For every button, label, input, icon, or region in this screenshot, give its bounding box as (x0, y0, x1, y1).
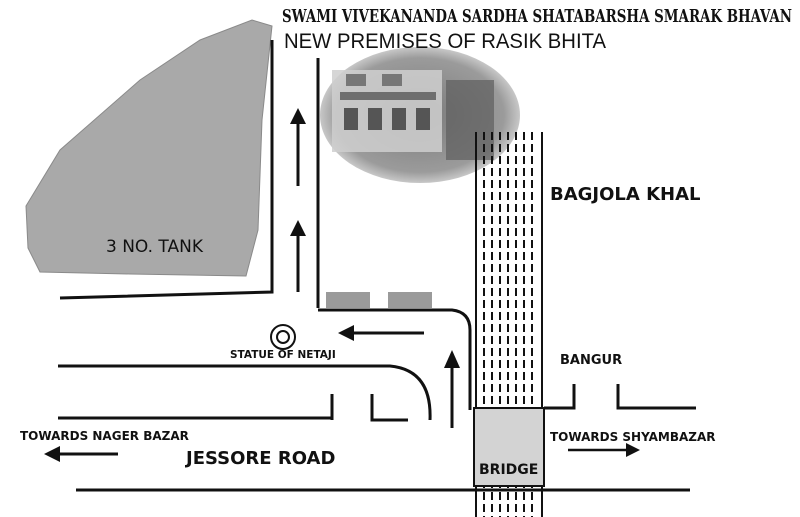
left-arrow-icon (44, 446, 118, 462)
road-right-left (544, 384, 576, 410)
towards-nager-bazar-label: TOWARDS NAGER BAZAR (20, 429, 189, 443)
page-subtitle: NEW PREMISES OF RASIK BHITA (284, 30, 606, 53)
statue-marker-icon (270, 324, 296, 350)
bridge-deck (473, 407, 545, 487)
building-photo (320, 47, 520, 183)
up-arrow-icon (290, 108, 306, 186)
road-statue-curve (58, 364, 432, 421)
building-block (326, 292, 370, 308)
page-title: SWAMI VIVEKANANDA SARDHA SHATABARSHA SMA… (282, 6, 792, 27)
right-arrow-icon (568, 443, 640, 457)
up-arrow-icon (444, 350, 460, 428)
canal-label: BAGJOLA KHAL (550, 184, 701, 205)
towards-shyambazar-label: TOWARDS SHYAMBAZAR (550, 430, 716, 444)
building-block (388, 292, 432, 308)
bangur-label: BANGUR (560, 353, 622, 368)
tank-label: 3 NO. TANK (106, 237, 204, 257)
jessore-road-label: JESSORE ROAD (184, 448, 335, 469)
building-road-bottom (318, 308, 472, 410)
up-arrow-icon (290, 220, 306, 292)
tank-road-edge (59, 40, 274, 300)
statue-label: STATUE OF NETAJI (230, 349, 336, 361)
tank-shape (25, 19, 273, 277)
left-arrow-icon (338, 325, 424, 341)
road-island (370, 394, 408, 422)
bridge-label: BRIDGE (479, 462, 538, 478)
road-right-right (616, 384, 696, 410)
